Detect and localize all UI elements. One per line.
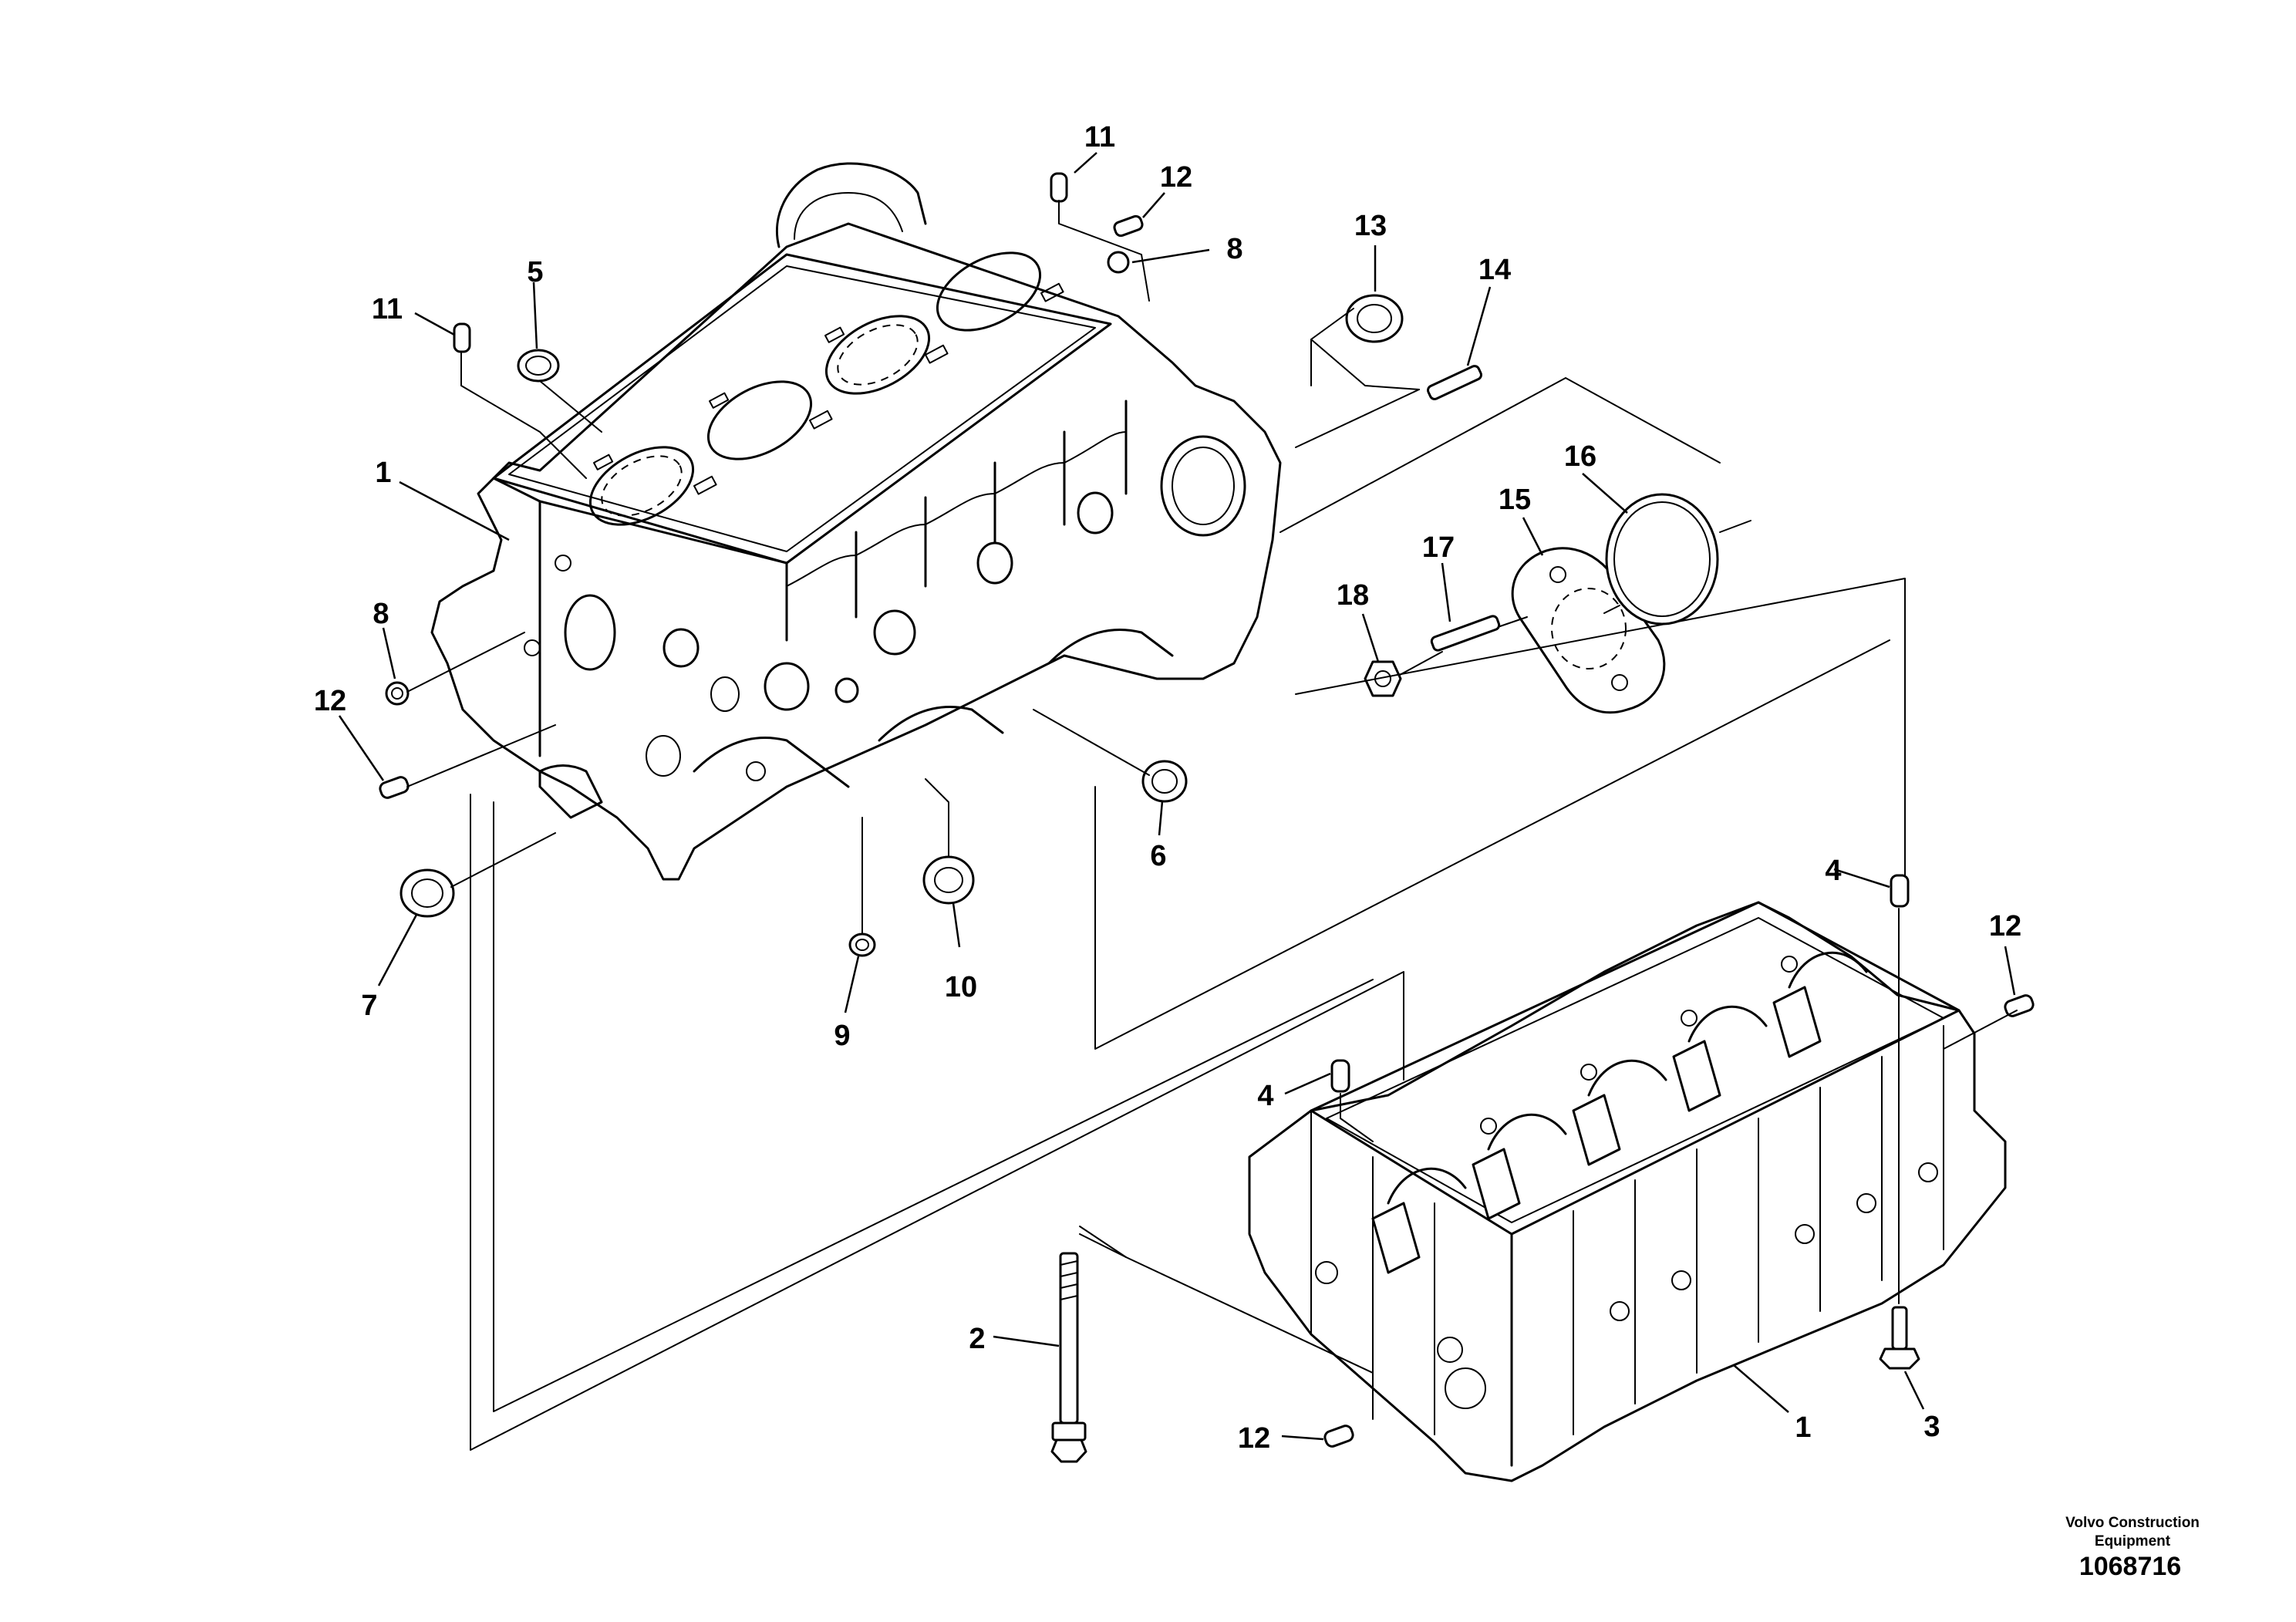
label-12-sleeve-left: 12 — [314, 685, 346, 717]
plug-10 — [922, 855, 975, 905]
sleeve-12-right — [2004, 994, 2035, 1017]
label-11-pin-top: 11 — [1084, 121, 1115, 153]
plug-5 — [517, 349, 560, 383]
sleeve-12-bottom — [1323, 1425, 1354, 1448]
company-name-line2: Equipment — [2094, 1533, 2171, 1549]
label-1-upper-block: 1 — [375, 457, 391, 489]
pin-4-lower — [1330, 1059, 1350, 1093]
company-name-line1: Volvo Construction — [2065, 1515, 2200, 1531]
label-1-lower-block: 1 — [1795, 1411, 1811, 1444]
label-13-bushing: 13 — [1354, 210, 1387, 242]
pin-11-left — [453, 322, 471, 353]
plug-9 — [848, 932, 876, 957]
label-2-bolt: 2 — [969, 1323, 985, 1355]
label-12-sleeve-top: 12 — [1160, 161, 1192, 194]
label-8-plug-left: 8 — [373, 598, 389, 630]
label-10-plug: 10 — [945, 971, 977, 1003]
label-6-seal: 6 — [1150, 840, 1166, 872]
bushing-13 — [1345, 294, 1404, 343]
label-14-stud: 14 — [1478, 254, 1511, 286]
label-9-plug: 9 — [834, 1020, 850, 1052]
label-16-o-ring: 16 — [1564, 440, 1596, 473]
seal-7 — [400, 868, 455, 918]
label-11-pin-left: 11 — [372, 293, 403, 325]
label-3-bolt: 3 — [1923, 1411, 1940, 1443]
plug-8-top-right — [1107, 251, 1130, 274]
upper-cylinder-block — [430, 162, 1282, 881]
label-17-stud: 17 — [1422, 531, 1455, 564]
label-4-upper-pin: 4 — [1825, 855, 1841, 887]
lower-bedplate — [1248, 901, 2007, 1482]
o-ring-16 — [1605, 493, 1719, 626]
pin-4-upper — [1890, 874, 1910, 908]
cover-15 — [1511, 547, 1666, 714]
stud-14 — [1427, 365, 1482, 400]
stud-17 — [1430, 615, 1501, 652]
part-labels: 1 1 2 3 4 4 5 6 7 8 8 9 10 11 11 12 12 1… — [314, 121, 2021, 1455]
label-15-cover: 15 — [1499, 484, 1531, 516]
nut-18 — [1364, 660, 1402, 697]
label-12-sleeve-bottom: 12 — [1238, 1422, 1270, 1455]
label-18-nut: 18 — [1337, 579, 1369, 612]
seal-6 — [1141, 760, 1188, 803]
pin-11-top — [1050, 172, 1068, 203]
bolt-2 — [1050, 1252, 1087, 1463]
sleeve-12-top — [1113, 214, 1144, 238]
label-5-plug: 5 — [527, 256, 543, 288]
label-8-plug-top-right: 8 — [1226, 233, 1242, 265]
label-4-lower-pin: 4 — [1257, 1080, 1273, 1112]
company-name: Volvo Construction Equipment — [2032, 1514, 2233, 1551]
plug-8-left — [385, 681, 410, 706]
label-12-sleeve-right: 12 — [1989, 910, 2021, 943]
label-7-seal: 7 — [361, 990, 377, 1022]
bolt-3 — [1879, 1306, 1920, 1370]
drawing-number: 1068716 — [2079, 1552, 2182, 1581]
sleeve-12-left — [379, 776, 410, 799]
assembly-lines — [338, 152, 2018, 1451]
